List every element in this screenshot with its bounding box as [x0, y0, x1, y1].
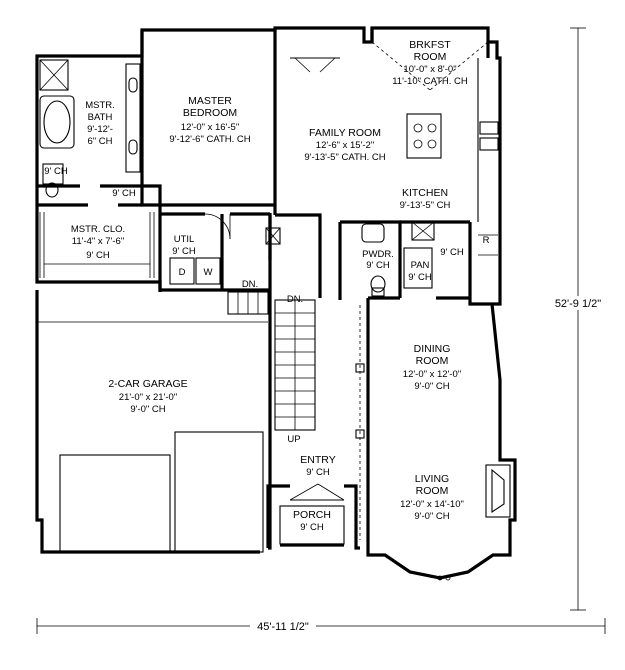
dryer-label: D — [179, 267, 186, 278]
brkfst-name1: BRKFST — [409, 39, 451, 51]
overall-width-label: 45'-11 1/2" — [257, 621, 309, 633]
main-stair-dn-label: DN. — [287, 294, 303, 305]
garage-ceiling: 9'-0" CH — [130, 404, 165, 415]
family-room-ceiling: 9'-13'-5" CATH. CH — [304, 152, 385, 163]
brkfst-name2: ROOM — [414, 51, 447, 63]
family-room-dims: 12'-6" x 15'-2" — [316, 140, 374, 151]
living-ceiling: 9'-0" CH — [414, 511, 449, 522]
interior-walls — [37, 28, 492, 306]
master-bedroom-name1: MASTER — [188, 95, 232, 107]
dining-dims: 12'-0" x 12'-0" — [403, 369, 461, 380]
living-name1: LIVING — [415, 473, 449, 485]
hall-ceiling: 9' CH — [112, 188, 136, 199]
kitchen-side-ceiling: 9' CH — [440, 247, 464, 258]
master-bedroom-ceiling: 9'-12'-6" CATH. CH — [169, 134, 250, 145]
dimension-lines — [36, 27, 606, 634]
small-stair-dn-label: DN. — [242, 279, 258, 290]
toilet-room-ceiling: 9' CH — [44, 166, 68, 177]
stair-up-label: UP — [287, 434, 300, 445]
kitchen-name: KITCHEN — [402, 187, 448, 199]
mstr-bath-ceiling2: 6" CH — [87, 136, 112, 147]
room-labels: BRKFST ROOM 10'-0" x 8'-0" 11'-10" CATH.… — [44, 39, 489, 533]
master-bedroom-dims: 12'-0" x 16'-5" — [181, 122, 239, 133]
porch-ceiling: 9' CH — [300, 522, 324, 533]
living-name2: ROOM — [416, 485, 449, 497]
util-name: UTIL — [174, 234, 195, 245]
master-bedroom-name2: BEDROOM — [183, 107, 237, 119]
garage-name: 2-CAR GARAGE — [108, 378, 187, 390]
mstr-bath-ceiling1: 9'-12'- — [87, 124, 113, 135]
entry-ceiling: 9' CH — [306, 467, 330, 478]
entry-name: ENTRY — [300, 454, 335, 466]
family-room-name: FAMILY ROOM — [309, 127, 381, 139]
dining-ceiling: 9'-0" CH — [414, 381, 449, 392]
mstr-clo-name: MSTR. CLO. — [71, 224, 125, 235]
dining-name2: ROOM — [416, 355, 449, 367]
mstr-clo-dims: 11'-4" x 7'-6" — [72, 236, 124, 247]
brkfst-dims: 10'-0" x 8'-0" — [403, 64, 456, 75]
living-dims: 12'-0" x 14'-10" — [400, 499, 464, 510]
util-ceiling: 9' CH — [172, 246, 196, 257]
overall-depth-label: 52'-9 1/2" — [555, 298, 601, 310]
dining-name1: DINING — [414, 343, 451, 355]
pan-ceiling: 9' CH — [408, 272, 432, 283]
brkfst-ceiling: 11'-10" CATH. CH — [392, 76, 468, 87]
washer-label: W — [204, 267, 213, 278]
pwdr-name: PWDR. — [362, 249, 394, 260]
kitchen-ceiling: 9'-13'-5" CH — [400, 200, 451, 211]
refrigerator-label: R — [483, 235, 490, 246]
pwdr-ceiling: 9' CH — [366, 260, 390, 271]
dimension-labels: 45'-11 1/2" 52'-9 1/2" — [250, 296, 604, 633]
mstr-bath-name2: BATH — [88, 112, 113, 123]
pan-name: PAN — [411, 260, 430, 271]
mstr-clo-ceiling: 9' CH — [86, 250, 110, 261]
fixtures — [37, 41, 511, 581]
porch-name: PORCH — [293, 509, 331, 521]
garage-dims: 21'-0" x 21'-0" — [119, 392, 177, 403]
mstr-bath-name1: MSTR. — [85, 100, 115, 111]
